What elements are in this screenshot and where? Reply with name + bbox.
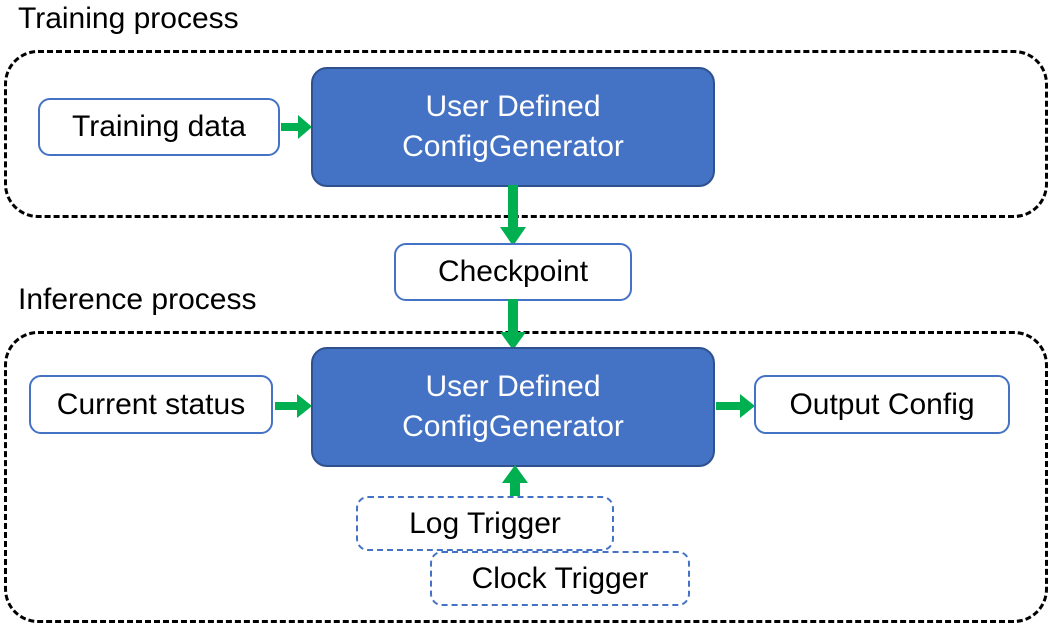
- training-data-label: Training data: [72, 110, 246, 143]
- training-process-title: Training process: [18, 2, 239, 35]
- clock-trigger-label: Clock Trigger: [471, 561, 649, 595]
- training-user-defined-configgenerator-node[interactable]: User Defined ConfigGenerator: [311, 67, 715, 187]
- inference-process-line2: ConfigGenerator: [402, 410, 624, 443]
- log-trigger-label: Log Trigger: [409, 506, 561, 540]
- checkpoint-node[interactable]: Checkpoint: [394, 243, 632, 301]
- arrow-training-process-to-checkpoint-icon: [500, 185, 526, 246]
- output-config-node[interactable]: Output Config: [754, 375, 1010, 434]
- current-status-label: Current status: [56, 387, 246, 421]
- output-config-label: Output Config: [789, 387, 975, 421]
- inference-process-title: Inference process: [18, 283, 257, 316]
- arrow-training-data-to-process-icon: [281, 115, 312, 139]
- inference-process-container: [4, 331, 1048, 623]
- training-data-node[interactable]: Training data: [38, 98, 280, 156]
- training-process-line1: User Defined: [425, 90, 601, 123]
- log-trigger-node[interactable]: Log Trigger: [356, 496, 614, 551]
- current-status-node[interactable]: Current status: [29, 375, 273, 434]
- inference-user-defined-configgenerator-node[interactable]: User Defined ConfigGenerator: [311, 347, 715, 467]
- training-process-container: [4, 50, 1048, 218]
- arrow-checkpoint-to-inference-process-icon: [500, 299, 526, 350]
- arrow-current-status-to-process-icon: [275, 394, 312, 418]
- arrow-process-to-output-config-icon: [716, 394, 755, 418]
- clock-trigger-node[interactable]: Clock Trigger: [430, 551, 690, 606]
- inference-process-line1: User Defined: [425, 370, 601, 403]
- training-process-line2: ConfigGenerator: [402, 130, 624, 163]
- checkpoint-label: Checkpoint: [437, 255, 589, 288]
- arrow-trigger-to-process-icon: [502, 465, 528, 510]
